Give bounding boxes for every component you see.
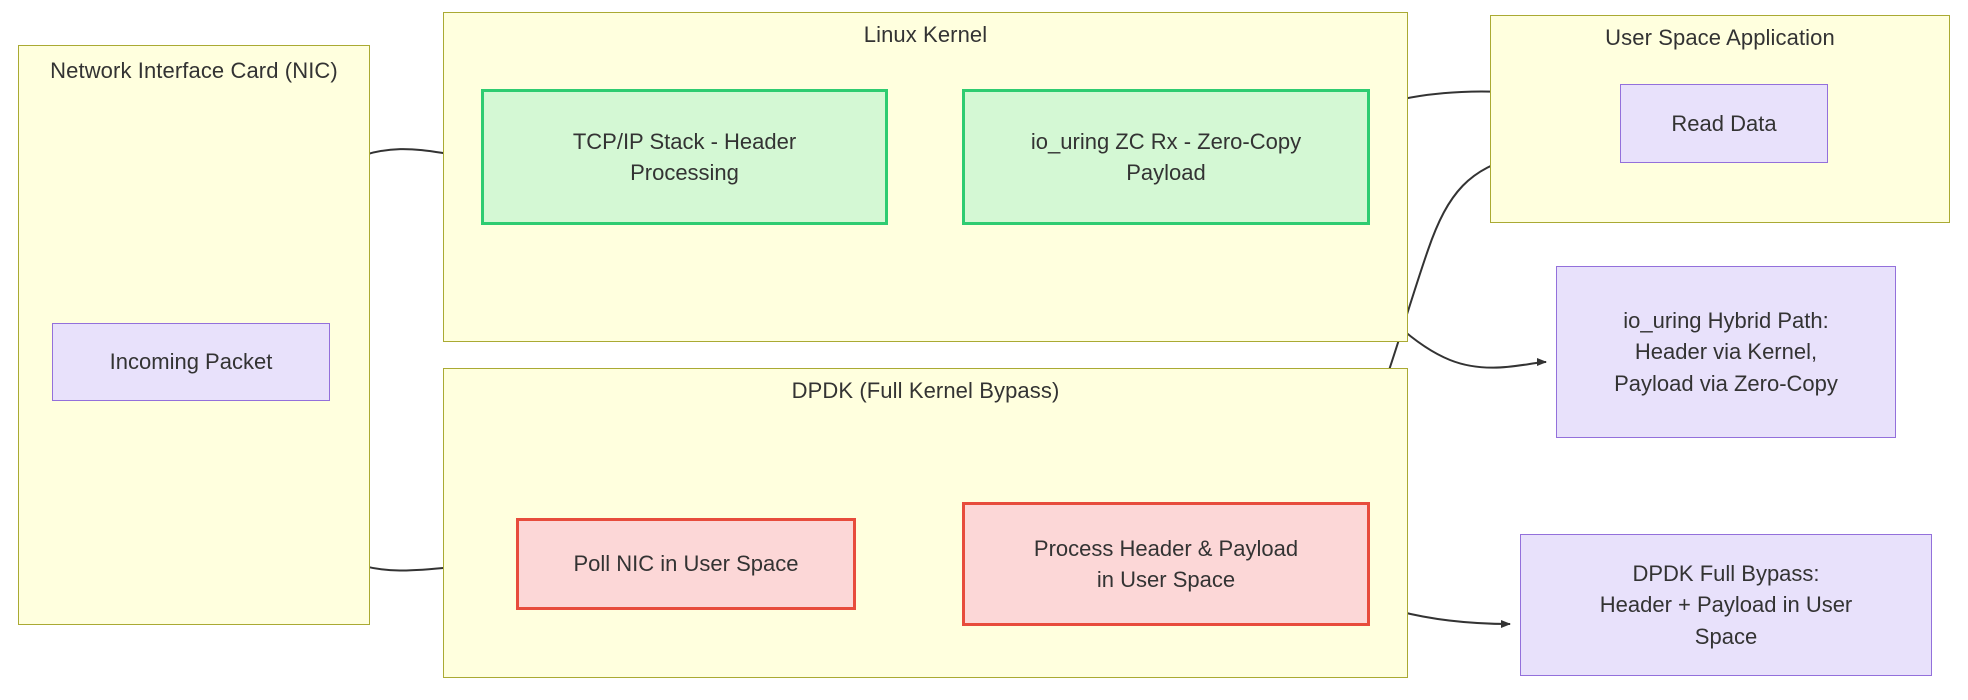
cluster-title-linux-kernel: Linux Kernel [863, 22, 988, 47]
node-process-header-payload-label: Process Header & Payload in User Space [1033, 535, 1299, 592]
node-tcpip-stack[interactable]: TCP/IP Stack - Header Processing [481, 89, 888, 225]
node-io-uring-hybrid-path[interactable]: io_uring Hybrid Path: Header via Kernel,… [1556, 266, 1896, 438]
node-incoming-packet[interactable]: Incoming Packet [52, 323, 330, 401]
cluster-title-user-space-application: User Space Application [1605, 25, 1835, 50]
node-process-header-payload[interactable]: Process Header & Payload in User Space [962, 502, 1370, 626]
node-io-uring-zc-rx[interactable]: io_uring ZC Rx - Zero-Copy Payload [962, 89, 1370, 225]
node-read-data-label: Read Data [1671, 110, 1777, 136]
node-dpdk-full-bypass-label: DPDK Full Bypass: Header + Payload in Us… [1599, 561, 1853, 649]
cluster-title-dpdk: DPDK (Full Kernel Bypass) [791, 378, 1060, 403]
node-poll-nic[interactable]: Poll NIC in User Space [516, 518, 856, 610]
node-incoming-packet-label: Incoming Packet [109, 349, 273, 375]
node-read-data[interactable]: Read Data [1620, 84, 1828, 163]
cluster-title-nic-line1: Network Interface Card [50, 58, 279, 83]
cluster-title-nic-line2: (NIC) [284, 58, 338, 83]
node-io-uring-hybrid-path-label: io_uring Hybrid Path: Header via Kernel,… [1614, 308, 1838, 396]
node-poll-nic-label: Poll NIC in User Space [573, 551, 799, 577]
node-dpdk-full-bypass[interactable]: DPDK Full Bypass: Header + Payload in Us… [1520, 534, 1932, 676]
node-io-uring-zc-rx-label: io_uring ZC Rx - Zero-Copy Payload [1030, 128, 1302, 185]
node-tcpip-stack-label: TCP/IP Stack - Header Processing [572, 128, 797, 185]
cluster-title-nic: Network Interface Card (NIC) [19, 58, 369, 84]
